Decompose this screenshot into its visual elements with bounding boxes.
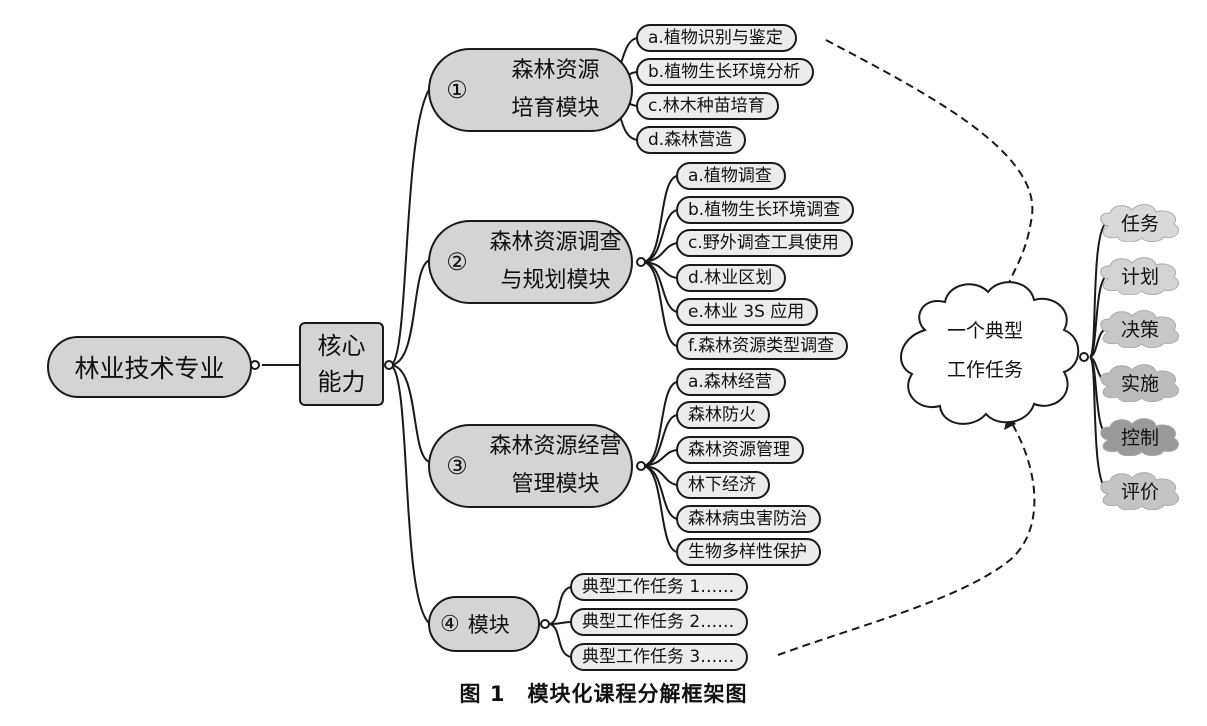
leaf-item: f.森林资源类型调查 (676, 332, 849, 360)
module-3-node: ③ 森林资源经营 管理模块 (428, 424, 633, 508)
module-number: ② (446, 248, 468, 276)
leaf-item: b.植物生长环境调查 (676, 196, 855, 224)
module-title: 森林资源经营 管理模块 (489, 434, 622, 497)
cloud-shape (900, 281, 1080, 425)
module3-junction (636, 461, 646, 471)
step-label: 实施 (1120, 372, 1159, 395)
step-control: 控制 (1094, 416, 1186, 456)
figure-caption: 图 1 模块化课程分解框架图 (459, 682, 748, 706)
module-number: ④ (440, 611, 460, 637)
module-2-node: ② 森林资源调查 与规划模块 (428, 220, 633, 304)
cloud-junction (1079, 352, 1089, 362)
leaf-item: 典型工作任务 1…… (570, 573, 749, 601)
leaf-item: 森林资源管理 (676, 436, 804, 464)
step-cloud-icon (1100, 364, 1179, 402)
step-decide: 决策 (1094, 308, 1186, 348)
step-task: 任务 (1094, 202, 1186, 242)
leaf-item: b.植物生长环境分析 (636, 58, 815, 86)
step-plan: 计划 (1094, 255, 1186, 295)
step-label: 计划 (1120, 265, 1159, 288)
leaf-item: 林下经济 (676, 471, 770, 499)
core-junction (384, 360, 394, 370)
core-node: 核心 能力 (299, 322, 384, 406)
leaf-item: 典型工作任务 3…… (570, 643, 749, 671)
step-implement: 实施 (1094, 362, 1186, 402)
step-cloud-icon (1100, 472, 1179, 510)
step-label: 评价 (1120, 480, 1159, 503)
step-cloud-icon (1100, 257, 1179, 295)
module-number: ① (446, 76, 468, 104)
leaf-item: 森林病虫害防治 (676, 505, 821, 533)
leaf-item: e.林业 3S 应用 (676, 298, 819, 326)
leaf-item: c.林木种苗培育 (636, 92, 779, 120)
typical-task-cloud: 一个典型 工作任务 (946, 320, 1023, 381)
module-title: 森林资源 培育模块 (511, 58, 600, 121)
step-cloud-icon (1100, 204, 1179, 242)
leaf-item: a.植物调查 (676, 162, 786, 190)
leaf-item: a.森林经营 (676, 368, 786, 396)
leaf-item: 生物多样性保护 (676, 538, 821, 566)
leaf-item: c.野外调查工具使用 (676, 229, 853, 257)
module2-junction (636, 257, 646, 267)
leaf-item: d.林业区划 (676, 264, 787, 292)
module-number: ③ (446, 452, 468, 480)
module-title: 模块 (467, 613, 510, 637)
module4-junction (540, 619, 550, 629)
leaf-item: a.植物识别与鉴定 (636, 24, 797, 52)
step-evaluate: 评价 (1094, 470, 1186, 510)
module-4-node: ④ 模块 (428, 596, 540, 652)
module-title: 森林资源调查 与规划模块 (489, 230, 622, 293)
step-label: 任务 (1120, 212, 1159, 235)
root-node: 林业技术专业 (47, 336, 252, 398)
leaf-item: 森林防火 (676, 401, 770, 429)
step-cloud-icon (1100, 310, 1179, 348)
step-cloud-icon (1100, 418, 1179, 456)
step-label: 决策 (1120, 318, 1159, 341)
leaf-item: d.森林营造 (636, 126, 747, 154)
leaf-item: 典型工作任务 2…… (570, 608, 749, 636)
module-1-node: ① 森林资源 培育模块 (428, 48, 633, 132)
step-label: 控制 (1120, 426, 1159, 449)
